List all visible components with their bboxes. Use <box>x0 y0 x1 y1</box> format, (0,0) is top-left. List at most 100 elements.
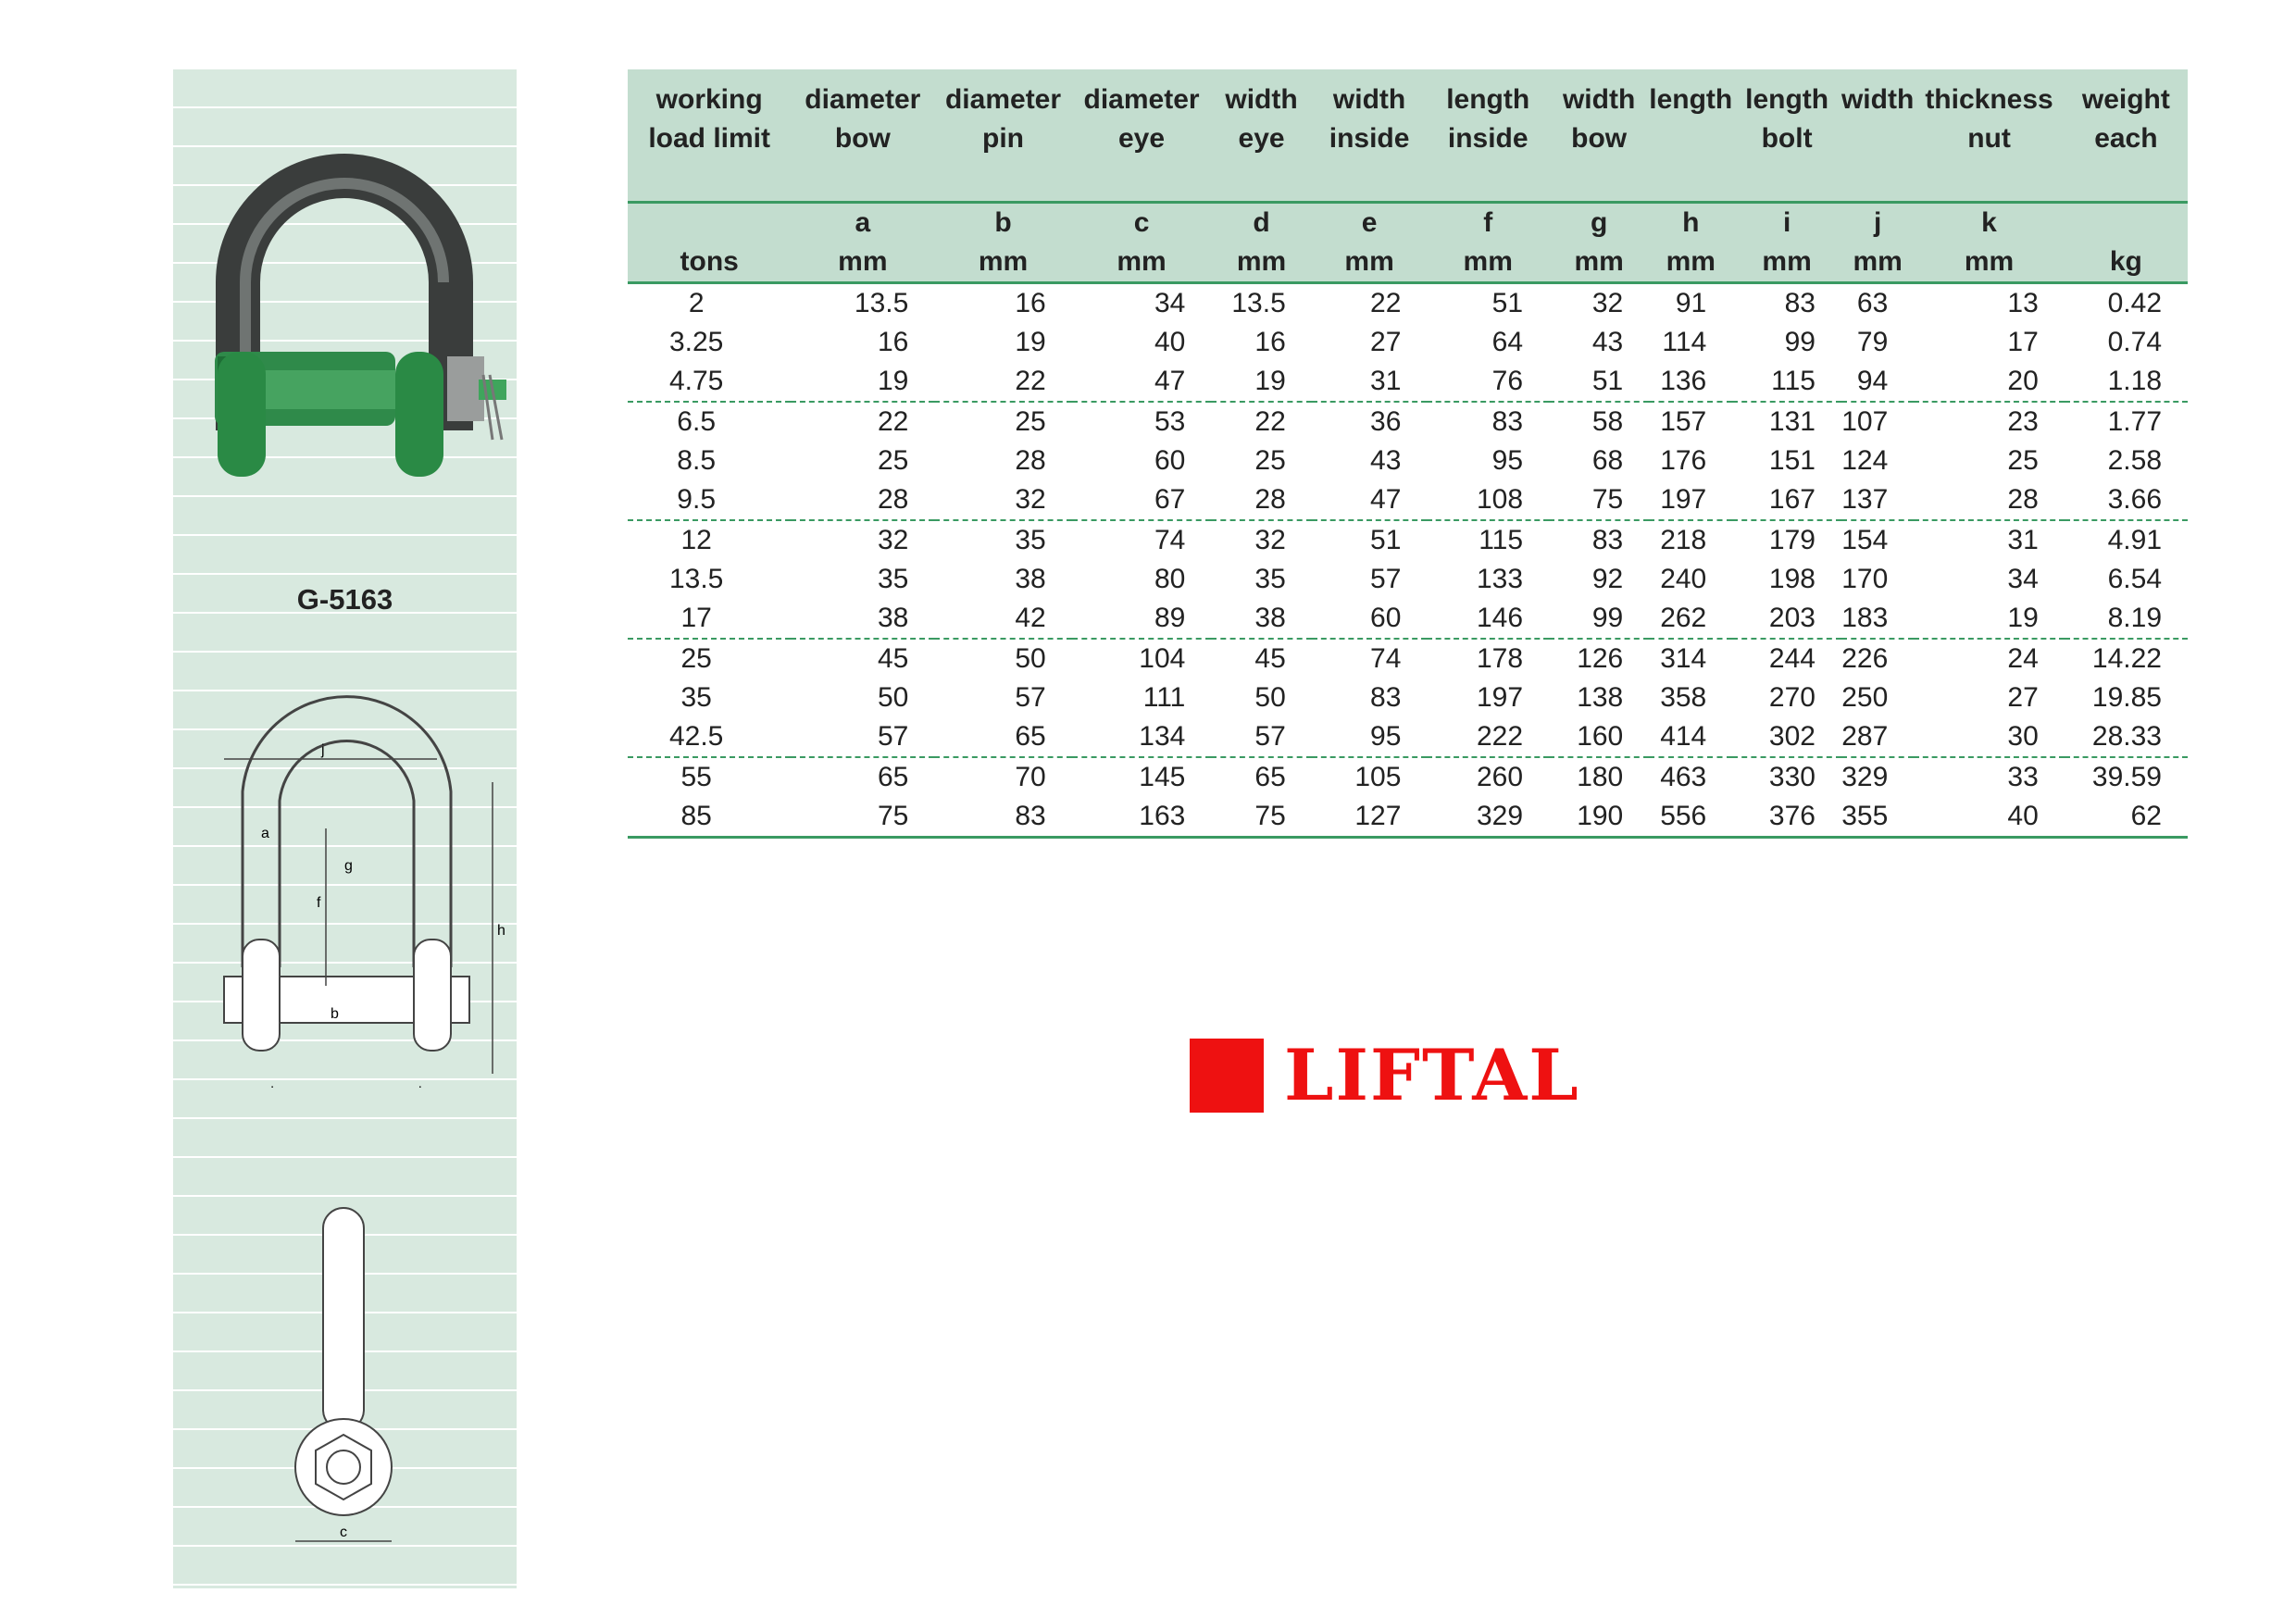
table-cell: 0.74 <box>2107 326 2162 357</box>
table-cell: 104 <box>1139 642 1186 674</box>
table-cell: 74 <box>1154 524 1186 555</box>
column-header: length inside <box>1427 69 1550 204</box>
table-cell: 31 <box>2007 524 2039 555</box>
table-cell: 83 <box>1784 287 1816 318</box>
svg-text:g: g <box>344 858 353 874</box>
column-unit: mm <box>1853 245 1903 277</box>
table-cell: 62 <box>2064 796 2188 839</box>
table-cell: 25 <box>680 642 712 674</box>
column-header: width inside <box>1311 69 1428 204</box>
table-cell: 65 <box>877 761 909 792</box>
table-cell: 35 <box>877 563 909 594</box>
table-cell: 57 <box>1370 563 1402 594</box>
column-unit: mm <box>1117 245 1167 277</box>
table-cell: 2.58 <box>2107 444 2162 476</box>
dimension-drawing-front: jag fhb deki <box>223 695 505 1088</box>
table-cell: 154 <box>1841 524 1889 555</box>
svg-text:f: f <box>317 895 321 911</box>
table-cell: 157 <box>1660 405 1707 437</box>
table-cell: 8.5 <box>677 444 717 476</box>
table-cell: 197 <box>1476 681 1524 713</box>
table-cell: 190 <box>1549 796 1650 839</box>
column-letter: d <box>1253 206 1270 238</box>
table-cell: 28 <box>791 479 935 521</box>
table-cell: 32 <box>1591 287 1624 318</box>
table-cell: 355 <box>1841 796 1915 839</box>
table-cell: 108 <box>1427 479 1550 521</box>
table-cell: 68 <box>1591 444 1624 476</box>
table-cell: 83 <box>1591 524 1624 555</box>
table-cell: 414 <box>1649 716 1733 758</box>
table-cell: 240 <box>1660 563 1707 594</box>
column-letter: f <box>1483 206 1493 238</box>
table-cell: 25 <box>1254 444 1286 476</box>
table-cell: 50 <box>1015 642 1046 674</box>
table-cell: 45 <box>1254 642 1286 674</box>
table-cell: 376 <box>1732 796 1841 839</box>
column-unit: mm <box>1574 245 1624 277</box>
table-cell: 33 <box>2007 761 2039 792</box>
column-header: length bolt <box>1732 69 1841 204</box>
table-cell: 36 <box>1370 405 1402 437</box>
table-cell: 35 <box>680 681 712 713</box>
table-cell: 302 <box>1732 716 1841 758</box>
table-cell: 45 <box>877 642 909 674</box>
column-unit-header: tons <box>628 202 792 284</box>
table-cell: 138 <box>1577 681 1624 713</box>
column-unit: mm <box>1344 245 1394 277</box>
table-cell: 92 <box>1591 563 1624 594</box>
table-cell: 4.91 <box>2107 524 2162 555</box>
table-cell: 358 <box>1660 681 1707 713</box>
model-number: G-5163 <box>296 583 393 616</box>
column-unit: mm <box>1463 245 1513 277</box>
table-cell: 179 <box>1768 524 1816 555</box>
table-cell: 34 <box>1154 287 1186 318</box>
table-cell: 14.22 <box>2091 642 2162 674</box>
svg-text:e: e <box>326 1085 334 1088</box>
table-cell: 19 <box>1914 598 2065 640</box>
svg-text:a: a <box>261 826 269 841</box>
table-cell: 91 <box>1675 287 1707 318</box>
table-cell: 111 <box>1142 681 1186 713</box>
table-cell: 6.5 <box>677 405 717 437</box>
table-cell: 38 <box>791 598 935 640</box>
column-unit-header: f mm <box>1427 202 1550 284</box>
table-cell: 75 <box>1549 479 1650 521</box>
table-cell: 314 <box>1660 642 1707 674</box>
column-letter: b <box>994 206 1012 238</box>
column-unit-header: g mm <box>1549 202 1650 284</box>
table-cell: 329 <box>1427 796 1550 839</box>
table-cell: 218 <box>1660 524 1707 555</box>
table-cell: 1.77 <box>2107 405 2162 437</box>
column-letter: g <box>1590 206 1608 238</box>
column-unit: mm <box>978 245 1029 277</box>
table-cell: 70 <box>1015 761 1046 792</box>
table-cell: 198 <box>1768 563 1816 594</box>
table-cell: 60 <box>1311 598 1428 640</box>
table-cell: 57 <box>1015 681 1046 713</box>
table-cell: 80 <box>1154 563 1186 594</box>
column-letter <box>628 204 791 243</box>
table-cell: 32 <box>1254 524 1286 555</box>
table-cell: 30 <box>1914 716 2065 758</box>
column-header: width eye <box>1211 69 1312 204</box>
table-cell: 75 <box>791 796 935 839</box>
table-cell: 85 <box>628 796 792 839</box>
column-unit-header: c mm <box>1071 202 1212 284</box>
table-cell: 74 <box>1370 642 1402 674</box>
table-cell: 17 <box>628 598 792 640</box>
table-cell: 151 <box>1768 444 1816 476</box>
table-cell: 20 <box>1914 361 2065 403</box>
column-unit-header: b mm <box>934 202 1072 284</box>
column-letter: a <box>855 206 871 238</box>
column-letter: c <box>1133 206 1150 238</box>
